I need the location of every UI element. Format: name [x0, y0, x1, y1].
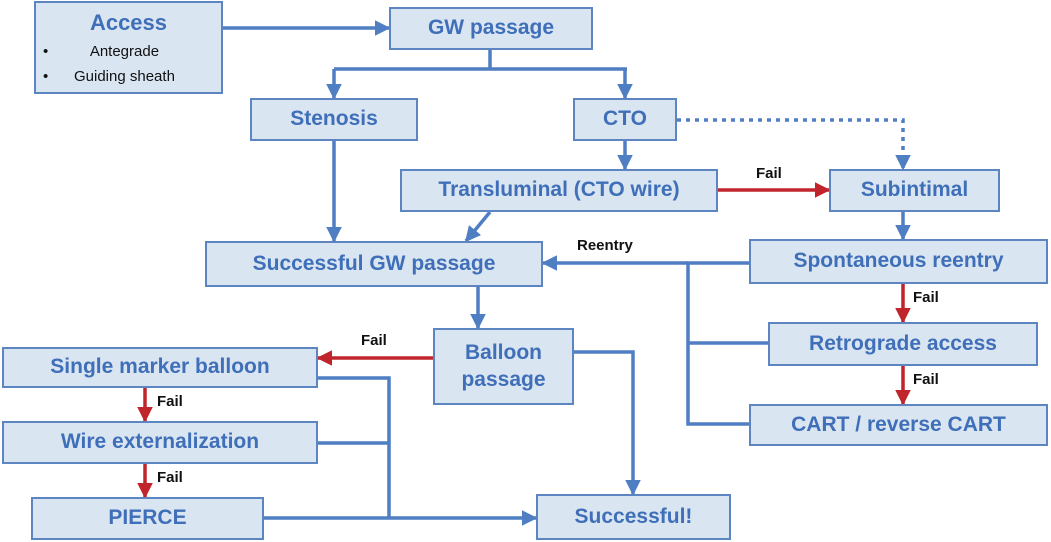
- cart-reverse-cart-box: CART / reverse CART: [749, 404, 1048, 446]
- successful-box: Successful!: [536, 494, 731, 540]
- gw-passage-box: GW passage: [389, 7, 593, 50]
- fail-label-spontaneous: Fail: [913, 289, 939, 306]
- edge-gw-split: [334, 50, 627, 71]
- cto-box: CTO: [573, 98, 677, 141]
- pierce-box: PIERCE: [31, 497, 264, 540]
- access-list: Antegrade Guiding sheath: [36, 39, 175, 89]
- subintimal-box: Subintimal: [829, 169, 1000, 212]
- wire-externalization-box: Wire externalization: [2, 421, 318, 464]
- single-marker-balloon-box: Single marker balloon: [2, 347, 318, 388]
- transluminal-box: Transluminal (CTO wire): [400, 169, 718, 212]
- edge-left-collector: [318, 376, 391, 518]
- access-item-antegrade: Antegrade: [36, 39, 175, 64]
- balloon-passage-box: Balloon passage: [433, 328, 574, 405]
- successful-gw-passage-box: Successful GW passage: [205, 241, 543, 287]
- balloon-passage-text: Balloon passage: [461, 340, 545, 393]
- access-item-guiding-sheath: Guiding sheath: [36, 64, 175, 89]
- edge-balloon-successful: [574, 350, 641, 496]
- balloon-passage-line-1: Balloon: [465, 341, 542, 365]
- access-box: Access Antegrade Guiding sheath: [34, 1, 223, 94]
- spontaneous-reentry-box: Spontaneous reentry: [749, 239, 1048, 284]
- reentry-label: Reentry: [577, 237, 633, 254]
- fail-label-wire-ext: Fail: [157, 469, 183, 486]
- retrograde-access-box: Retrograde access: [768, 322, 1038, 366]
- fail-label-retrograde: Fail: [913, 371, 939, 388]
- balloon-passage-line-2: passage: [461, 367, 546, 391]
- access-title: Access: [89, 10, 168, 35]
- edge-cto-subintimal-dotted: [677, 118, 911, 171]
- fail-label-single-marker: Fail: [157, 393, 183, 410]
- edge-reentry-collector: [686, 261, 768, 426]
- edge-transluminal-successgw: [464, 210, 492, 243]
- stenosis-box: Stenosis: [250, 98, 418, 141]
- fail-label-transluminal: Fail: [756, 165, 782, 182]
- fail-label-balloon: Fail: [361, 332, 387, 349]
